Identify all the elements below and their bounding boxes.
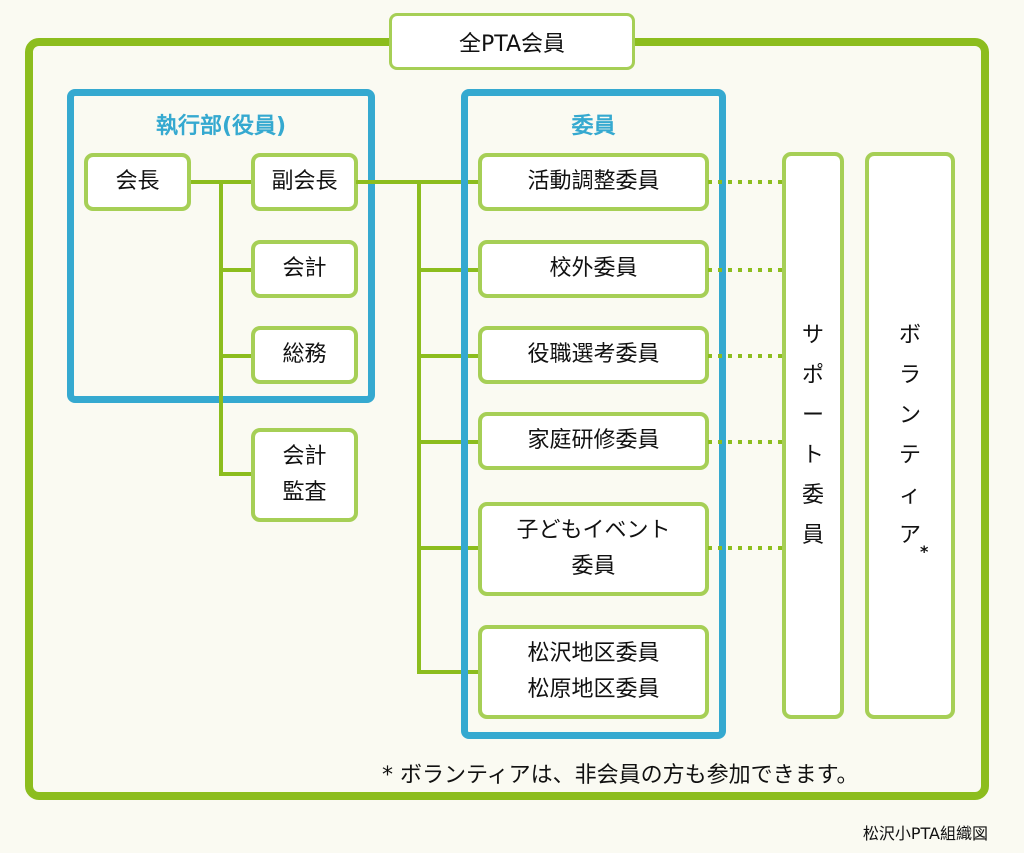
volunteer-char: ン — [898, 402, 921, 428]
volunteer-char: ア — [898, 522, 921, 548]
committee-node: 松沢地区委員 松原地区委員 — [478, 625, 709, 719]
committee-label: 活動調整委員 — [527, 169, 660, 194]
auditor-node: 会計 監査 — [251, 428, 358, 522]
connector — [417, 670, 481, 674]
diagram-caption: 松沢小PTA組織図 — [862, 824, 988, 843]
connector — [219, 268, 253, 272]
volunteer-asterisk: * — [920, 542, 929, 561]
committee-label-line2: 委員 — [571, 554, 616, 579]
footnote: * ボランティアは、非会員の方も参加できます。 — [382, 763, 859, 788]
committee-node: 役職選考委員 — [478, 326, 709, 384]
support-char: 委 — [801, 482, 824, 508]
president-node: 会長 — [84, 153, 191, 211]
connector — [417, 354, 481, 358]
treasurer-node: 会計 — [251, 240, 358, 298]
support-committee-node: サ ポ ー ト 委 員 — [782, 152, 844, 719]
all-members-title-text: 全PTA会員 — [458, 31, 566, 57]
dotted-connector — [708, 354, 786, 358]
committee-label: 家庭研修委員 — [527, 428, 660, 453]
connector — [219, 354, 253, 358]
treasurer-label: 会計 — [282, 256, 327, 281]
auditor-label-line1: 会計 — [282, 444, 327, 469]
support-char: 員 — [801, 522, 824, 548]
connector — [417, 440, 481, 444]
committee-node: 家庭研修委員 — [478, 412, 709, 470]
connector — [219, 472, 253, 476]
all-members-title: 全PTA会員 — [389, 13, 635, 70]
volunteer-char: ボ — [898, 322, 921, 348]
general-affairs-node: 総務 — [251, 326, 358, 384]
support-char: ポ — [801, 362, 824, 388]
vice-president-label: 副会長 — [271, 169, 338, 194]
dotted-connector — [708, 180, 786, 184]
support-char: サ — [801, 322, 824, 348]
vice-president-node: 副会長 — [251, 153, 358, 211]
committee-label-line1: 松沢地区委員 — [527, 641, 660, 666]
committees-heading: 委員 — [571, 114, 616, 139]
president-label: 会長 — [115, 169, 160, 194]
volunteer-node: ボ ラ ン テ ィ ア — [865, 152, 955, 719]
dotted-connector — [708, 440, 786, 444]
volunteer-char: テ — [898, 442, 921, 468]
committees-group — [461, 89, 726, 739]
committee-label-line2: 松原地区委員 — [527, 677, 660, 702]
committee-label: 校外委員 — [549, 256, 638, 281]
connector — [417, 546, 481, 550]
committee-node: 子どもイベント 委員 — [478, 502, 709, 596]
executive-heading: 執行部(役員) — [155, 114, 287, 139]
committee-node: 活動調整委員 — [478, 153, 709, 211]
general-affairs-label: 総務 — [282, 342, 327, 367]
dotted-connector — [708, 268, 786, 272]
committee-node: 校外委員 — [478, 240, 709, 298]
committee-label-line1: 子どもイベント — [516, 518, 671, 543]
dotted-connector — [708, 546, 786, 550]
connector — [219, 180, 223, 476]
support-char: ト — [801, 442, 824, 468]
connector — [417, 268, 481, 272]
committee-label: 役職選考委員 — [527, 342, 660, 367]
support-char: ー — [801, 402, 824, 428]
auditor-label-line2: 監査 — [282, 480, 327, 505]
volunteer-char: ラ — [898, 362, 921, 388]
volunteer-char: ィ — [898, 482, 921, 508]
connector — [417, 180, 421, 674]
